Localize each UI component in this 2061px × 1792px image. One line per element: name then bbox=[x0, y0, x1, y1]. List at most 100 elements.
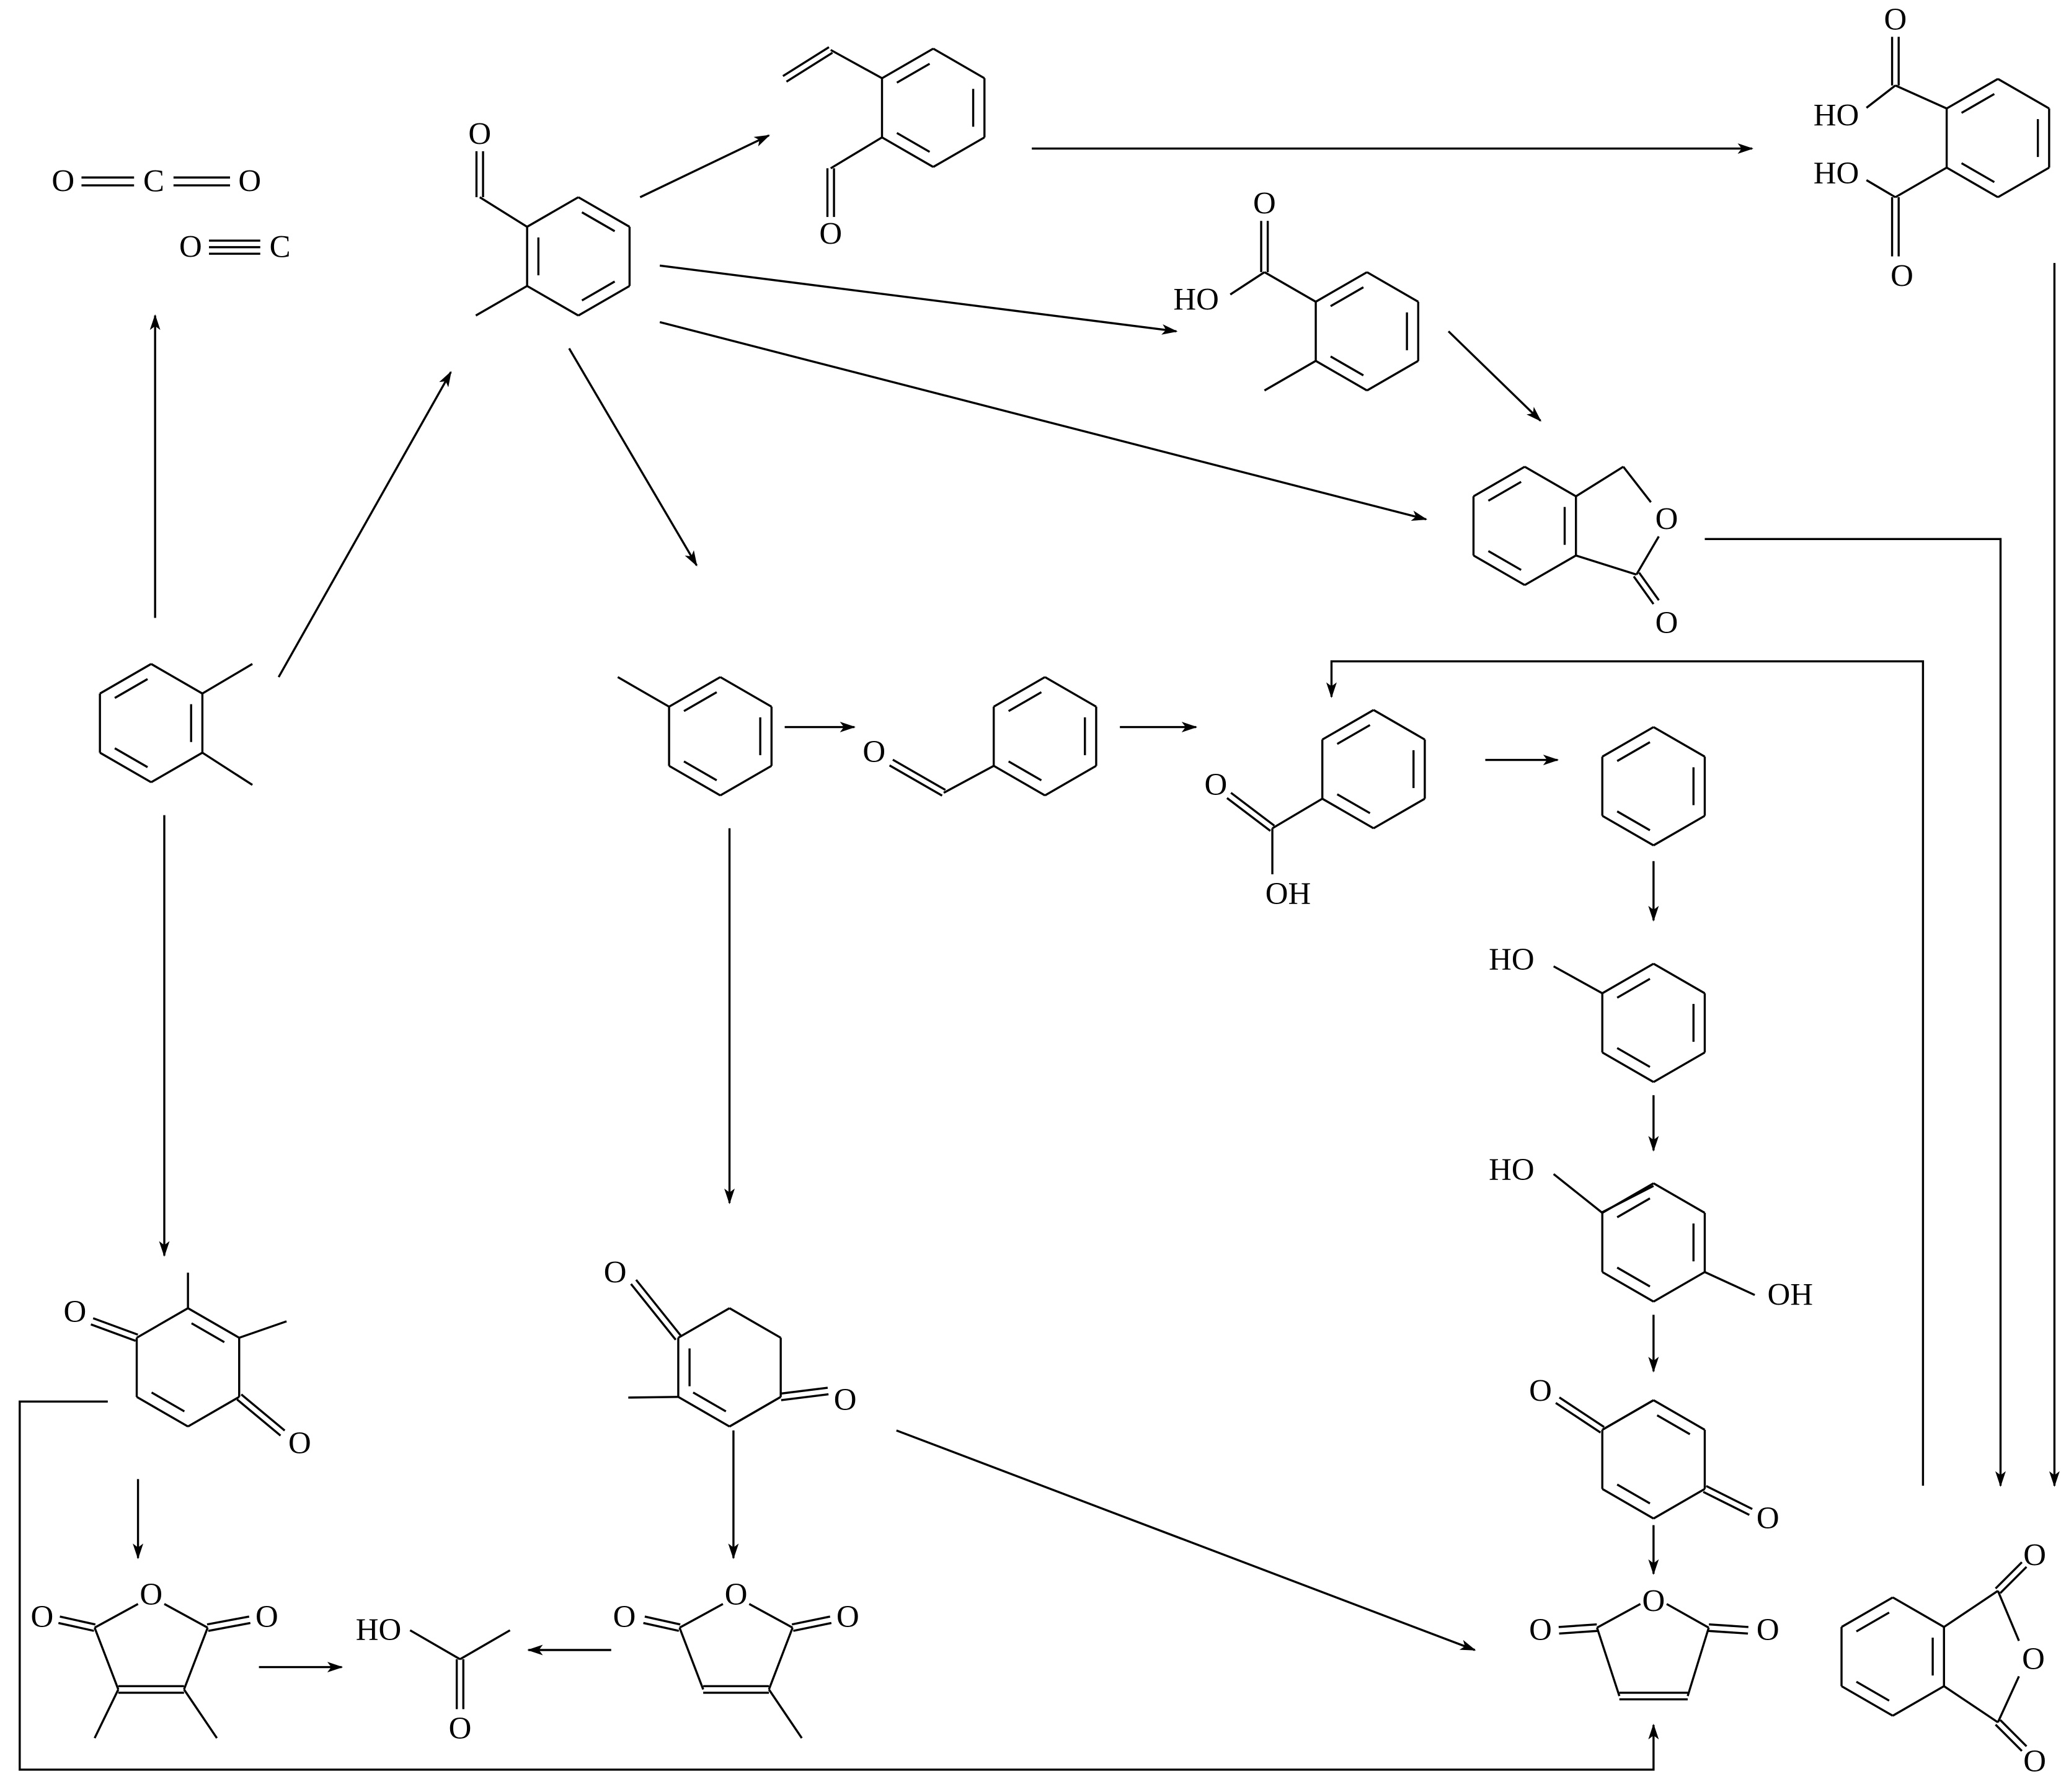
bond bbox=[1866, 84, 1896, 109]
atom-label: O bbox=[604, 1255, 627, 1290]
double-bond bbox=[1706, 1485, 1753, 1510]
double-bond bbox=[644, 1615, 681, 1626]
bond bbox=[1895, 84, 1948, 110]
double-bond bbox=[1709, 1623, 1749, 1628]
atom-label: O bbox=[725, 1577, 748, 1612]
bond bbox=[830, 49, 883, 79]
atom-label: O bbox=[2023, 1538, 2046, 1572]
double-bond bbox=[782, 46, 830, 78]
double-bond bbox=[208, 1621, 251, 1632]
reaction-arrow bbox=[277, 371, 452, 678]
atom-label: O bbox=[140, 1577, 162, 1612]
double-bond bbox=[1708, 1630, 1749, 1635]
atom-label: O bbox=[1655, 502, 1678, 537]
ring-bond bbox=[881, 47, 934, 79]
bond bbox=[475, 285, 528, 317]
ring-bond bbox=[881, 136, 934, 168]
bond bbox=[94, 1627, 120, 1690]
atom-label: O bbox=[1757, 1613, 1780, 1648]
bond bbox=[1602, 1399, 1654, 1431]
bond bbox=[1230, 271, 1265, 296]
atom-label: O bbox=[449, 1711, 472, 1746]
ring-double-bond bbox=[1856, 1612, 1890, 1633]
ring-bond bbox=[993, 765, 1046, 797]
bond bbox=[768, 1688, 803, 1739]
ring-bond bbox=[1652, 1399, 1706, 1431]
reaction-arrow bbox=[568, 348, 698, 567]
ring-bond bbox=[187, 1307, 240, 1339]
ring-bond bbox=[1946, 78, 1999, 110]
atom-label: O bbox=[63, 1295, 86, 1329]
atom-label: O bbox=[1884, 2, 1907, 37]
ring-bond bbox=[1997, 166, 2050, 198]
atom-label: O bbox=[862, 735, 885, 770]
double-bond bbox=[60, 1615, 96, 1626]
double-bond bbox=[206, 1615, 250, 1626]
double-bond bbox=[1999, 1566, 2028, 1594]
ring-bond bbox=[1652, 726, 1706, 758]
bond bbox=[1264, 360, 1316, 392]
atom-label: O bbox=[1655, 606, 1678, 641]
ring-bond bbox=[933, 136, 985, 168]
double-bond bbox=[1559, 1630, 1598, 1635]
bond bbox=[1866, 179, 1896, 198]
atom-label: O bbox=[1890, 259, 1913, 293]
ring-double-bond bbox=[1336, 724, 1371, 745]
ring-double-bond bbox=[151, 1391, 185, 1413]
ring-bond bbox=[1602, 1051, 1654, 1083]
bonds bbox=[58, 37, 2050, 1752]
ring-bond bbox=[1652, 1182, 1706, 1214]
ring-bond bbox=[577, 196, 631, 228]
reaction-arrow bbox=[639, 134, 771, 198]
reaction-arrow bbox=[19, 1400, 1659, 1771]
bond bbox=[459, 1629, 511, 1661]
bond bbox=[748, 1603, 794, 1629]
ring-bond bbox=[1841, 1596, 1894, 1628]
double-bond bbox=[1999, 1719, 2028, 1747]
double-bond bbox=[236, 1398, 281, 1437]
ring-bond bbox=[1841, 1685, 1894, 1717]
bond bbox=[1997, 1590, 2020, 1641]
ring-double-bond bbox=[1616, 810, 1651, 832]
ring-bond bbox=[668, 765, 721, 797]
bond bbox=[1997, 1675, 2020, 1723]
double-bond bbox=[635, 1279, 682, 1337]
bond bbox=[1635, 536, 1660, 575]
atom-label: O bbox=[238, 164, 261, 199]
double-bond bbox=[1703, 1491, 1750, 1516]
atom-label: O bbox=[2022, 1642, 2045, 1677]
ring-bond bbox=[1524, 466, 1577, 497]
atom-label: HO bbox=[1489, 1153, 1534, 1187]
ring-bond bbox=[187, 1396, 240, 1428]
ring-bond bbox=[1652, 962, 1706, 995]
double-bond bbox=[892, 758, 946, 791]
ring-bond bbox=[1602, 726, 1654, 758]
atom-label: O bbox=[819, 216, 842, 251]
double-bond bbox=[1230, 792, 1275, 827]
reaction-arrow bbox=[659, 321, 1428, 521]
ring-bond bbox=[1366, 271, 1419, 303]
ring-bond bbox=[99, 752, 152, 784]
atom-label: O bbox=[1529, 1613, 1552, 1648]
ring-bond bbox=[1602, 1488, 1654, 1520]
ring-double-bond bbox=[1616, 741, 1651, 762]
bond bbox=[1686, 1627, 1710, 1697]
atom-label: O bbox=[613, 1600, 636, 1635]
atom-label: HO bbox=[1489, 943, 1534, 977]
ring-double-bond bbox=[1616, 1197, 1651, 1218]
bond bbox=[768, 1627, 794, 1690]
atom-label: O bbox=[179, 230, 202, 265]
double-bond bbox=[643, 1621, 680, 1632]
bond bbox=[164, 1603, 208, 1629]
reaction-arrow bbox=[1326, 660, 1925, 1486]
ring-bond bbox=[1044, 765, 1097, 797]
bond bbox=[729, 1396, 782, 1428]
ring-bond bbox=[1602, 1271, 1654, 1303]
ring-double-bond bbox=[1616, 978, 1651, 999]
bond bbox=[1596, 1627, 1621, 1697]
bond bbox=[1596, 1603, 1641, 1629]
ring-bond bbox=[1044, 676, 1097, 708]
ring-bond bbox=[678, 1307, 730, 1339]
ring-bond bbox=[1892, 1685, 1945, 1717]
bond bbox=[1622, 466, 1652, 503]
